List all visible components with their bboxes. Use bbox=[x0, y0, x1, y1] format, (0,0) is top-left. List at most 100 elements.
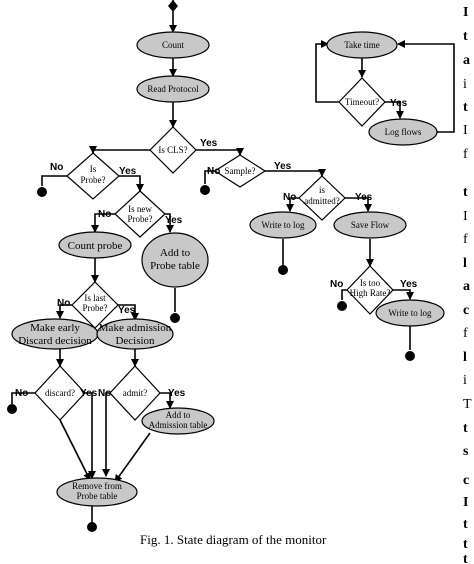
svg-text:Timeout?: Timeout? bbox=[345, 97, 379, 107]
side-fragment: I bbox=[463, 5, 468, 20]
label-no-too-high: No bbox=[330, 279, 343, 290]
side-fragment: T bbox=[463, 397, 472, 412]
svg-text:Add to: Add to bbox=[160, 247, 191, 259]
decision-sample: Sample? bbox=[213, 154, 267, 188]
side-fragment: I bbox=[463, 209, 468, 224]
label-no-admitted: No bbox=[283, 192, 296, 203]
side-fragment: a bbox=[463, 279, 470, 294]
side-fragment: i bbox=[463, 77, 467, 92]
side-fragment: t bbox=[463, 517, 468, 532]
svg-text:is: is bbox=[319, 185, 326, 195]
node-write-to-log: Write to log bbox=[249, 211, 317, 239]
edge-labels: Yes No Yes No Yes No Yes No Yes No Yes N… bbox=[15, 98, 418, 399]
svg-text:Log flows: Log flows bbox=[385, 127, 422, 137]
terminal-sample bbox=[200, 185, 210, 195]
side-fragment: t bbox=[463, 421, 468, 436]
label-yes-admit: Yes bbox=[168, 388, 186, 399]
terminal-remove bbox=[87, 522, 97, 532]
side-fragment: s bbox=[463, 444, 469, 459]
label-yes-new-probe: Yes bbox=[165, 215, 183, 226]
svg-text:Probe?: Probe? bbox=[128, 214, 153, 224]
label-no-sample: No bbox=[207, 166, 220, 177]
edges bbox=[11, 0, 455, 522]
svg-text:Is new: Is new bbox=[128, 204, 152, 214]
side-fragment: t bbox=[463, 100, 468, 115]
side-fragment: c bbox=[463, 473, 469, 488]
side-fragment: l bbox=[463, 256, 467, 271]
svg-text:Probe table: Probe table bbox=[77, 491, 118, 501]
svg-text:Probe table: Probe table bbox=[150, 260, 200, 272]
label-yes-sample: Yes bbox=[274, 161, 292, 172]
node-add-to-admission-table: Add to Admission table bbox=[141, 407, 215, 435]
node-remove-from-probe-table: Remove from Probe table bbox=[56, 477, 138, 507]
side-fragment: I bbox=[463, 495, 468, 510]
figure-caption: Fig. 1. State diagram of the monitor bbox=[140, 532, 327, 547]
side-fragment: a bbox=[463, 53, 470, 68]
node-add-to-probe-table: Add to Probe table bbox=[141, 232, 209, 288]
svg-text:Count probe: Count probe bbox=[68, 240, 123, 252]
side-text-fragments: I t a i t I f t I f l a c f l i T t s c … bbox=[463, 5, 472, 564]
svg-text:Sample?: Sample? bbox=[225, 166, 256, 176]
svg-text:Count: Count bbox=[162, 40, 185, 50]
side-fragment: f bbox=[463, 326, 468, 341]
node-count: Count bbox=[136, 31, 210, 59]
svg-text:Add to: Add to bbox=[166, 410, 191, 420]
side-fragment: f bbox=[463, 147, 468, 162]
svg-text:Read Protocol: Read Protocol bbox=[147, 84, 199, 94]
label-yes-is-probe: Yes bbox=[119, 166, 137, 177]
node-save-flow: Save Flow bbox=[333, 211, 407, 239]
svg-text:Probe?: Probe? bbox=[83, 303, 108, 313]
terminal-is-probe bbox=[37, 187, 47, 197]
side-fragment: I bbox=[463, 123, 468, 138]
svg-text:Is CLS?: Is CLS? bbox=[158, 145, 187, 155]
side-fragment: t bbox=[463, 29, 468, 44]
svg-text:Make early: Make early bbox=[30, 322, 80, 334]
label-no-is-probe: No bbox=[50, 162, 63, 173]
svg-text:Write to log: Write to log bbox=[261, 220, 305, 230]
terminal-add-probe bbox=[170, 313, 180, 323]
svg-text:Save Flow: Save Flow bbox=[351, 220, 390, 230]
label-yes-cls: Yes bbox=[200, 138, 218, 149]
svg-text:Admission table: Admission table bbox=[149, 420, 208, 430]
svg-text:Discard decision: Discard decision bbox=[18, 335, 92, 347]
svg-text:Is: Is bbox=[90, 164, 97, 174]
svg-text:Write to log: Write to log bbox=[388, 308, 432, 318]
decision-timeout: Timeout? bbox=[338, 77, 386, 127]
svg-text:Is last: Is last bbox=[84, 293, 106, 303]
label-yes-too-high: Yes bbox=[400, 279, 418, 290]
svg-text:admit?: admit? bbox=[123, 388, 148, 398]
svg-text:Is too: Is too bbox=[360, 278, 381, 288]
decision-is-probe: Is Probe? bbox=[66, 152, 120, 200]
terminal-write-log-2 bbox=[405, 351, 415, 361]
side-fragment: l bbox=[463, 350, 467, 365]
label-no-last-probe: No bbox=[57, 298, 70, 309]
node-log-flows: Log flows bbox=[368, 118, 438, 146]
terminal-discard bbox=[7, 404, 17, 414]
side-fragment: t bbox=[463, 552, 468, 564]
decision-admit: admit? bbox=[109, 365, 161, 421]
label-yes-discard: Yes bbox=[80, 388, 98, 399]
node-take-time: Take time bbox=[326, 31, 398, 59]
terminal-points bbox=[7, 0, 415, 532]
decision-is-cls: Is CLS? bbox=[149, 126, 197, 174]
side-fragment: t bbox=[463, 537, 468, 552]
label-yes-last-probe: Yes bbox=[118, 305, 136, 316]
svg-text:High Rate?: High Rate? bbox=[350, 288, 391, 298]
label-yes-admitted: Yes bbox=[355, 192, 373, 203]
decision-is-new-probe: Is new Probe? bbox=[114, 190, 166, 238]
side-fragment: c bbox=[463, 303, 469, 318]
node-count-probe: Count probe bbox=[58, 231, 132, 259]
svg-text:Decision: Decision bbox=[115, 335, 155, 347]
terminal-write-log bbox=[278, 265, 288, 275]
terminal-too-high bbox=[337, 301, 347, 311]
label-no-discard: No bbox=[15, 388, 28, 399]
side-fragment: t bbox=[463, 185, 468, 200]
svg-text:Remove from: Remove from bbox=[72, 481, 122, 491]
decision-discard: discard? bbox=[34, 365, 86, 421]
node-read-protocol: Read Protocol bbox=[136, 75, 210, 103]
side-fragment: i bbox=[463, 373, 467, 388]
decision-is-admitted: is admitted? bbox=[298, 175, 346, 221]
node-write-to-log-2: Write to log bbox=[375, 299, 445, 327]
decision-is-last-probe: Is last Probe? bbox=[71, 281, 119, 329]
